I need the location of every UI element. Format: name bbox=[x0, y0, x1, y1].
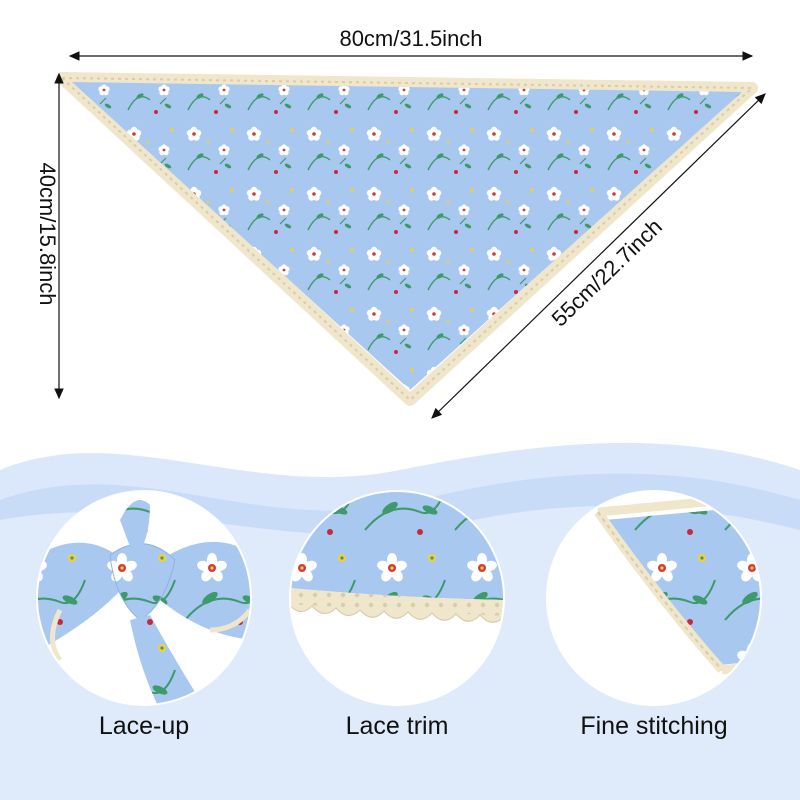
detail-fine-stitching-image bbox=[546, 490, 762, 706]
feature-label-lace-trim: Lace trim bbox=[345, 712, 449, 740]
feature-label-fine-stitching: Fine stitching bbox=[580, 712, 728, 740]
detail-lace-up-image bbox=[36, 490, 252, 706]
feature-label-lace-up: Lace-up bbox=[98, 712, 190, 740]
dimension-top: 80cm/31.5inch bbox=[68, 26, 754, 61]
dimension-left: 40cm/15.8inch bbox=[35, 72, 64, 400]
lace-border-detail bbox=[59, 76, 755, 402]
left-height-label: 40cm/15.8inch bbox=[35, 162, 60, 305]
detail-lace-trim-image bbox=[289, 490, 505, 706]
top-width-label: 80cm/31.5inch bbox=[339, 26, 482, 51]
